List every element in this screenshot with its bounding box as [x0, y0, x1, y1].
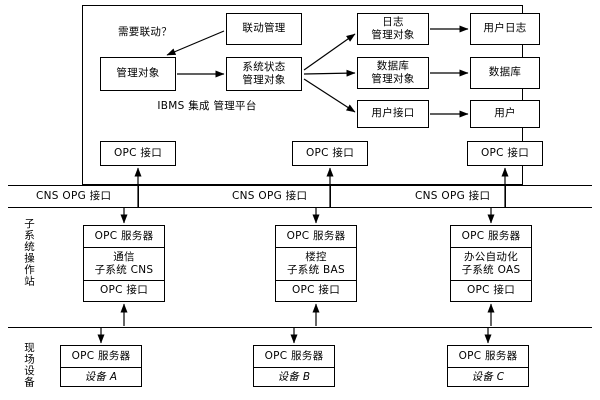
subsystem-oas-interface-label: OPC 接口: [466, 284, 516, 297]
box-user[interactable]: 用户: [470, 100, 540, 128]
subsystem-bas[interactable]: OPC 服务器 楼控 子系统 BAS OPC 接口: [275, 225, 357, 302]
subsystem-cns[interactable]: OPC 服务器 通信 子系统 CNS OPC 接口: [83, 225, 165, 302]
platform-opc-interface-3-label: OPC 接口: [480, 146, 530, 159]
subsystem-cns-server-label: OPC 服务器: [94, 229, 154, 242]
bus-label-1-text: CNS OPG 接口: [36, 190, 112, 202]
box-managed-object[interactable]: 管理对象: [100, 57, 176, 91]
bus-label-1: CNS OPG 接口: [36, 190, 111, 203]
device-b-server[interactable]: OPC 服务器: [254, 346, 334, 367]
platform-opc-interface-1-label: OPC 接口: [113, 146, 163, 159]
side-label-field-device: 现场设备: [22, 342, 37, 388]
device-a-server-label: OPC 服务器: [71, 349, 131, 362]
box-system-state-object[interactable]: 系统状态 管理对象: [226, 57, 302, 91]
subsystem-oas-interface[interactable]: OPC 接口: [451, 280, 531, 301]
box-user-interface-label: 用户接口: [371, 107, 415, 120]
subsystem-bas-name: 楼控 子系统 BAS: [276, 247, 356, 280]
subsystem-cns-name: 通信 子系统 CNS: [84, 247, 164, 280]
box-database-management-object-line1: 数据库: [376, 59, 410, 72]
subsystem-cns-server[interactable]: OPC 服务器: [84, 226, 164, 247]
box-system-state-object-line2: 管理对象: [242, 74, 286, 86]
subsystem-cns-name-line2: 子系统 CNS: [94, 264, 154, 276]
bus-label-3-text: CNS OPG 接口: [415, 190, 491, 202]
platform-opc-interface-2-label: OPC 接口: [305, 146, 355, 159]
subsystem-oas-server[interactable]: OPC 服务器: [451, 226, 531, 247]
box-log-management-object-line2: 管理对象: [371, 29, 415, 41]
device-c-name-label: 设备 C: [471, 370, 505, 383]
platform-opc-interface-2[interactable]: OPC 接口: [292, 141, 368, 166]
box-user-interface[interactable]: 用户接口: [357, 100, 429, 128]
device-c[interactable]: OPC 服务器 设备 C: [447, 345, 529, 387]
subsystem-cns-name-line1: 通信: [113, 250, 135, 263]
box-user-log[interactable]: 用户日志: [470, 13, 540, 45]
bus-label-2: CNS OPG 接口: [232, 190, 307, 203]
bus-separator-3: [505, 185, 506, 207]
device-c-name: 设备 C: [448, 367, 528, 387]
device-b-name-label: 设备 B: [277, 370, 311, 383]
box-user-label: 用户: [494, 107, 516, 120]
subsystem-bas-name-line1: 楼控: [305, 250, 327, 263]
bus-line-top: [8, 185, 592, 186]
bus-separator-2: [330, 185, 331, 207]
subsystem-oas[interactable]: OPC 服务器 办公自动化 子系统 OAS OPC 接口: [450, 225, 532, 302]
subsystem-oas-name: 办公自动化 子系统 OAS: [451, 247, 531, 280]
device-a-name: 设备 A: [61, 367, 141, 387]
bus-separator-1: [138, 185, 139, 207]
box-database-management-object[interactable]: 数据库 管理对象: [357, 57, 429, 89]
subsystem-bas-interface-label: OPC 接口: [291, 284, 341, 297]
box-log-management-object-line1: 日志: [382, 15, 404, 28]
subsystem-bas-server-label: OPC 服务器: [286, 229, 346, 242]
subsystem-cns-interface-label: OPC 接口: [99, 284, 149, 297]
box-user-log-label: 用户日志: [483, 22, 527, 35]
subsystem-bas-interface[interactable]: OPC 接口: [276, 280, 356, 301]
subsystem-cns-interface[interactable]: OPC 接口: [84, 280, 164, 301]
device-b-server-label: OPC 服务器: [264, 349, 324, 362]
box-database-management-object-line2: 管理对象: [371, 73, 415, 85]
device-a-server[interactable]: OPC 服务器: [61, 346, 141, 367]
ibms-platform-title-line2: 管理平台: [213, 100, 257, 112]
ibms-platform-frame: [82, 5, 523, 185]
box-database-label: 数据库: [488, 66, 522, 79]
subsystem-bas-server[interactable]: OPC 服务器: [276, 226, 356, 247]
linkage-question-text: 需要联动？: [118, 26, 172, 38]
field-bus-line: [8, 327, 592, 328]
box-database[interactable]: 数据库: [470, 57, 540, 89]
device-b[interactable]: OPC 服务器 设备 B: [253, 345, 335, 387]
platform-opc-interface-1[interactable]: OPC 接口: [100, 141, 176, 166]
linkage-question-label: 需要联动？: [118, 26, 172, 39]
box-managed-object-label: 管理对象: [116, 67, 160, 80]
box-linkage-management-label: 联动管理: [242, 22, 286, 35]
subsystem-oas-server-label: OPC 服务器: [461, 229, 521, 242]
device-b-name: 设备 B: [254, 367, 334, 387]
side-label-subsystem-station-text: 子系统操作站: [23, 218, 35, 287]
device-c-server-label: OPC 服务器: [458, 349, 518, 362]
box-linkage-management[interactable]: 联动管理: [226, 13, 302, 45]
ibms-platform-title: IBMS 集成 管理平台: [152, 100, 262, 113]
bus-label-3: CNS OPG 接口: [415, 190, 490, 203]
box-log-management-object[interactable]: 日志 管理对象: [357, 13, 429, 45]
ibms-platform-title-line1: IBMS 集成: [157, 100, 210, 112]
bus-line-bottom: [8, 207, 592, 208]
bus-label-2-text: CNS OPG 接口: [232, 190, 308, 202]
box-system-state-object-line1: 系统状态: [242, 60, 286, 73]
device-a-name-label: 设备 A: [84, 370, 118, 383]
subsystem-oas-name-line1: 办公自动化: [464, 250, 518, 263]
device-c-server[interactable]: OPC 服务器: [448, 346, 528, 367]
side-label-field-device-text: 现场设备: [23, 342, 35, 388]
side-label-subsystem-station: 子系统操作站: [22, 218, 37, 287]
device-a[interactable]: OPC 服务器 设备 A: [60, 345, 142, 387]
platform-opc-interface-3[interactable]: OPC 接口: [467, 141, 543, 166]
subsystem-oas-name-line2: 子系统 OAS: [461, 264, 521, 276]
subsystem-bas-name-line2: 子系统 BAS: [287, 264, 345, 276]
